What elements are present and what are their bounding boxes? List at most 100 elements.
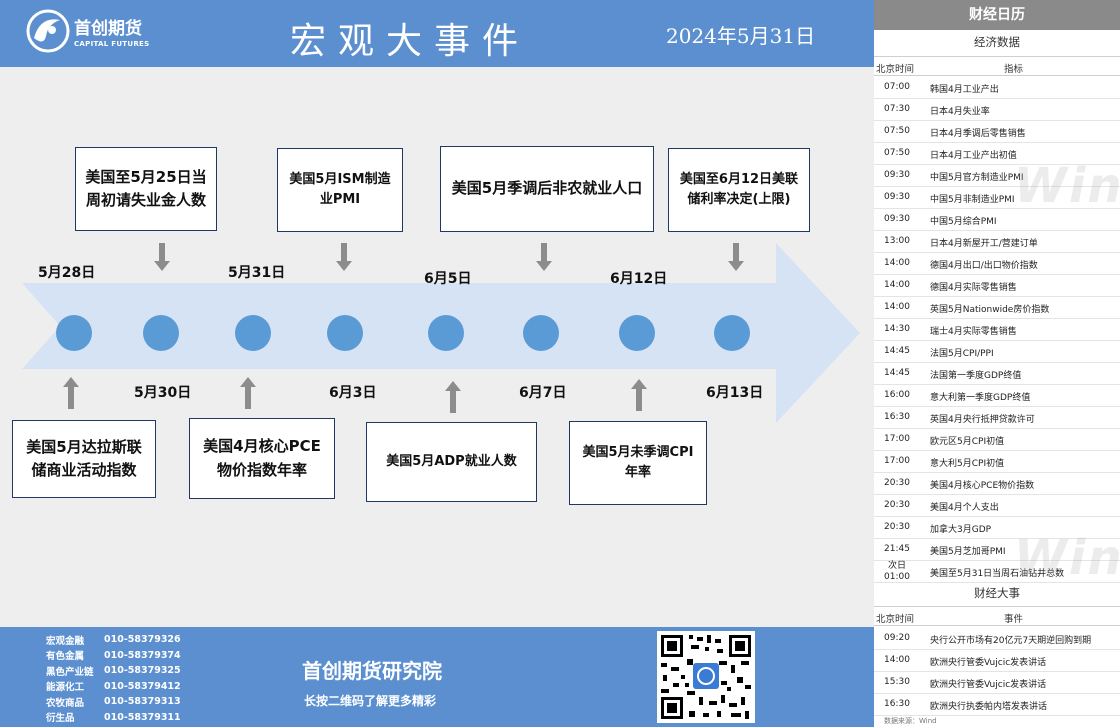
qr-code-icon[interactable] bbox=[657, 631, 755, 723]
timeline-node-8 bbox=[714, 315, 750, 351]
logo-text: 首创期货 bbox=[74, 19, 142, 39]
date-label: 5月31日 bbox=[228, 265, 286, 281]
row-time: 21:45 bbox=[884, 544, 910, 554]
row-indicator: 韩国4月工业产出 bbox=[930, 85, 999, 95]
row-time: 14:00 bbox=[884, 655, 910, 665]
date-label: 6月7日 bbox=[519, 385, 567, 401]
logo-swirl-icon bbox=[26, 9, 70, 53]
row-indicator: 加拿大3月GDP bbox=[930, 525, 992, 535]
row-time: 17:00 bbox=[884, 456, 910, 466]
timeline-node-7 bbox=[619, 315, 655, 351]
row-time: 16:30 bbox=[884, 699, 910, 709]
logo-subtext: CAPITAL FUTURES bbox=[74, 40, 150, 48]
timeline-node-3 bbox=[235, 315, 271, 351]
company-logo: 首创期货 CAPITAL FUTURES bbox=[26, 8, 156, 56]
date-label: 5月30日 bbox=[134, 385, 192, 401]
row-time: 16:30 bbox=[884, 412, 910, 422]
row-indicator: 意大利第一季度GDP终值 bbox=[930, 393, 1031, 403]
row-indicator: 法国第一季度GDP终值 bbox=[930, 371, 1022, 381]
event-box: 美国5月未季调CPI年率 bbox=[569, 421, 707, 505]
event-box: 美国至6月12日美联储利率决定(上限) bbox=[668, 148, 810, 232]
row-time: 14:45 bbox=[884, 368, 910, 378]
row-time: 09:30 bbox=[884, 192, 910, 202]
up-arrow-icons bbox=[63, 377, 647, 413]
events-column-header: 北京时间 事件 bbox=[874, 606, 1120, 626]
calendar-title: 财经日历 bbox=[874, 0, 1120, 30]
row-indicator: 法国5月CPI/PPI bbox=[930, 349, 994, 359]
page-date: 2024年5月31日 bbox=[666, 24, 816, 48]
row-time: 16:00 bbox=[884, 390, 910, 400]
event-box: 美国至5月25日当周初请失业金人数 bbox=[75, 147, 217, 231]
down-arrow-icons bbox=[154, 243, 744, 271]
row-indicator: 英国5月Nationwide房价指数 bbox=[930, 305, 1050, 315]
down-arrow-icon bbox=[154, 243, 170, 271]
down-arrow-icon bbox=[536, 243, 552, 271]
events-section-title: 财经大事 bbox=[974, 586, 1020, 600]
row-time: 07:30 bbox=[884, 104, 910, 114]
timeline-graphic bbox=[22, 243, 860, 423]
row-time: 14:00 bbox=[884, 280, 910, 290]
row-event: 央行公开市场有20亿元7天期逆回购到期 bbox=[930, 636, 1092, 646]
row-time: 20:30 bbox=[884, 500, 910, 510]
watermark-logo: Wind bbox=[1014, 158, 1120, 214]
date-label: 5月28日 bbox=[38, 265, 96, 281]
row-time: 09:30 bbox=[884, 170, 910, 180]
timeline-node-1 bbox=[56, 315, 92, 351]
row-indicator: 日本4月季调后零售销售 bbox=[930, 129, 1026, 139]
up-arrow-icon bbox=[240, 377, 256, 409]
row-indicator: 瑞士4月实际零售销售 bbox=[930, 327, 1017, 337]
row-time: 14:45 bbox=[884, 346, 910, 356]
row-indicator: 德国4月实际零售销售 bbox=[930, 283, 1017, 293]
timeline-nodes bbox=[56, 315, 750, 351]
page-title: 宏观大事件 bbox=[289, 21, 530, 62]
event-box: 美国5月ISM制造业PMI bbox=[277, 148, 403, 232]
row-indicator: 美国至5月31日当周石油钻井总数 bbox=[930, 569, 1065, 579]
econ-table-row: 14:30 瑞士4月实际零售销售 bbox=[874, 319, 1120, 341]
date-label: 6月5日 bbox=[424, 271, 472, 287]
row-time: 07:50 bbox=[884, 126, 910, 136]
econ-table-row: 14:45 法国5月CPI/PPI bbox=[874, 341, 1120, 363]
down-arrow-icon bbox=[728, 243, 744, 271]
header-bar: 首创期货 CAPITAL FUTURES 宏观大事件 2024年5月31日 bbox=[0, 0, 874, 67]
row-indicator: 意大利5月CPI初值 bbox=[930, 459, 1005, 469]
row-time: 14:00 bbox=[884, 302, 910, 312]
econ-table-row: 17:00 意大利5月CPI初值 bbox=[874, 451, 1120, 473]
row-time: 14:30 bbox=[884, 324, 910, 334]
event-box: 美国5月达拉斯联储商业活动指数 bbox=[12, 420, 156, 498]
row-indicator: 美国4月核心PCE物价指数 bbox=[930, 481, 1035, 491]
row-event: 欧洲央行管委Vujcic发表讲话 bbox=[930, 658, 1047, 668]
event-table-row: 14:00 欧洲央行管委Vujcic发表讲话 bbox=[874, 650, 1120, 672]
row-time: 13:00 bbox=[884, 236, 910, 246]
econ-column-header: 北京时间 指标 bbox=[874, 56, 1120, 76]
row-indicator: 欧元区5月CPI初值 bbox=[930, 437, 1005, 447]
row-time: 07:00 bbox=[884, 82, 910, 92]
row-indicator: 美国5月芝加哥PMI bbox=[930, 547, 1006, 557]
timeline-node-6 bbox=[523, 315, 559, 351]
econ-table-row: 21:45 美国5月芝加哥PMI bbox=[874, 539, 1120, 561]
econ-table-row: 07:50 日本4月季调后零售销售 bbox=[874, 121, 1120, 143]
econ-table-row: 07:00 韩国4月工业产出 bbox=[874, 77, 1120, 99]
row-indicator: 德国4月出口/出口物价指数 bbox=[930, 261, 1038, 271]
date-label: 6月13日 bbox=[706, 385, 764, 401]
row-indicator: 日本4月工业产出初值 bbox=[930, 151, 1017, 161]
up-arrow-icon bbox=[445, 381, 461, 413]
